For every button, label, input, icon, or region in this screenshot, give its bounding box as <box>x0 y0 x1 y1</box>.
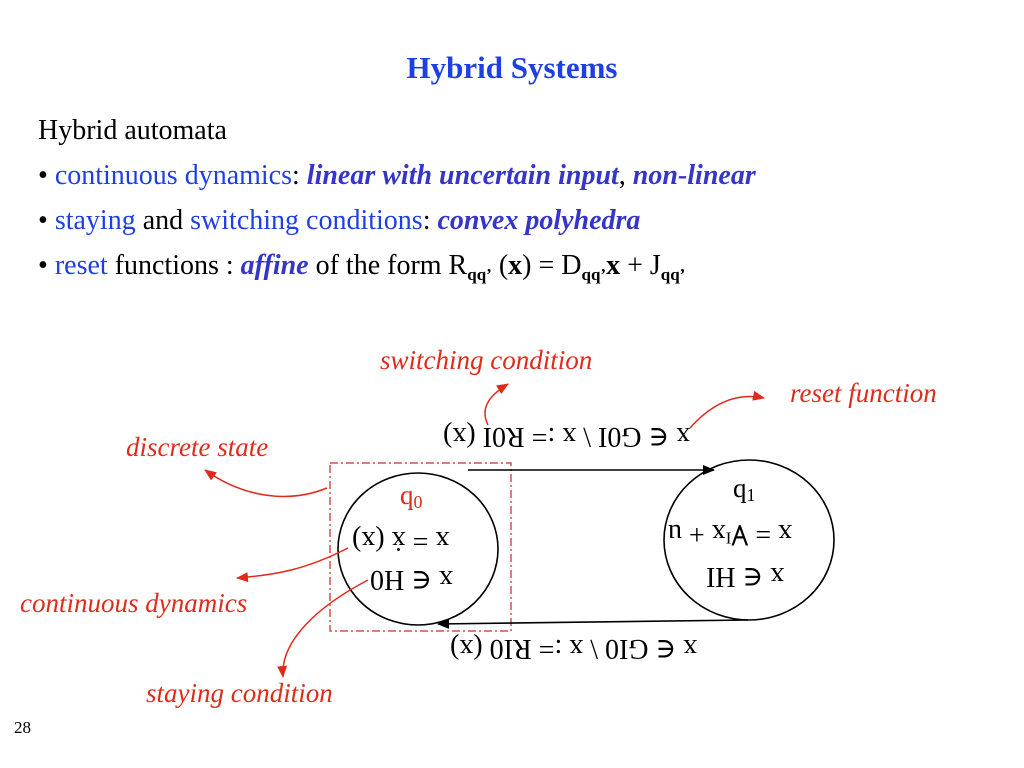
callout-reset-function: reset function <box>790 378 937 408</box>
callout-staying-condition: staying condition <box>146 678 333 708</box>
term-staying: staying <box>54 205 136 236</box>
state-q1-dynamics: x = ∀ᴵx + u <box>668 517 792 551</box>
bullet-mark: • <box>38 250 48 281</box>
word-functions: functions : <box>114 250 234 281</box>
value-convex-polyhedra: convex polyhedra <box>437 205 641 236</box>
bullet-mark: • <box>38 205 48 236</box>
bullet-reset-functions: • reset functions : affine of the form R… <box>38 250 685 285</box>
state-q1-letter: q <box>733 473 747 503</box>
value-affine: affine <box>240 250 309 281</box>
callout-arrow-staying <box>277 579 369 678</box>
discrete-state-box <box>329 462 512 632</box>
sub-qq-2: qq’ <box>581 265 607 284</box>
callout-arrow-switching <box>484 383 509 426</box>
bullet-conditions: • staying and switching conditions: conv… <box>38 205 640 237</box>
callout-arrow-reset <box>689 390 765 429</box>
term-switching-conditions: switching conditions <box>190 205 423 236</box>
colon: : <box>292 160 300 191</box>
sub-qq-3: qq’ <box>660 265 686 284</box>
expr-part-2: ) = D <box>522 250 582 281</box>
comma: , <box>618 160 626 191</box>
var-x-1: x <box>508 250 523 281</box>
state-q1-staying-text: x ∈ HI <box>706 561 785 592</box>
word-and: and <box>142 205 184 236</box>
state-q0-index: 0 <box>413 492 423 512</box>
bullet-mark: • <box>38 160 48 191</box>
form-text: of the form R <box>315 250 468 281</box>
callout-continuous-dynamics: continuous dynamics <box>20 588 248 618</box>
state-q1-dynamics-text: x = ∀ᴵx + u <box>668 518 793 549</box>
state-q0-letter: q <box>400 480 414 510</box>
state-q1-staying: x ∈ HI <box>706 560 784 594</box>
state-q1-circle <box>663 459 835 621</box>
slide-title: Hybrid Systems <box>406 50 618 85</box>
state-q1-index: 1 <box>746 485 756 505</box>
edge-q0-q1-text: x ∈ G0I \ x := R0I (x) <box>443 421 691 452</box>
value-non-linear: non-linear <box>632 160 756 191</box>
callout-switching-condition: switching condition <box>380 345 593 375</box>
state-q0-staying: x ∈ H0 <box>370 563 453 597</box>
state-q0-dynamics: x = ẋ (x) <box>352 524 449 556</box>
bullet-continuous-dynamics: • continuous dynamics: linear with uncer… <box>38 160 756 192</box>
term-continuous-dynamics: continuous dynamics <box>54 160 293 191</box>
state-q0-circle <box>337 472 499 626</box>
colon: : <box>422 205 431 236</box>
edge-q1-q0-label: x ∈ GI0 \ x := RI0 (x) <box>450 632 697 666</box>
page-number: 28 <box>14 718 31 737</box>
expr-part-1: ( <box>491 250 509 281</box>
term-reset: reset <box>54 250 108 281</box>
sub-qq-1: qq’ <box>467 265 492 284</box>
edge-q1-q0-text: x ∈ GI0 \ x := RI0 (x) <box>450 633 698 664</box>
edge-q0-q1-label: x ∈ G0I \ x := R0I (x) <box>443 420 690 454</box>
value-linear-uncertain: linear with uncertain input <box>306 160 619 191</box>
state-q0-dynamics-text: x = ẋ (x) <box>352 525 450 556</box>
state-q0-name: q0 <box>400 480 423 513</box>
state-q0-staying-text: x ∈ H0 <box>370 564 453 595</box>
callout-discrete-state: discrete state <box>126 432 269 462</box>
callout-arrow-continuous <box>236 547 349 583</box>
callout-arrow-discrete <box>204 469 328 498</box>
edge-q1-q0-arrow <box>437 618 749 629</box>
var-x-2: x <box>606 250 621 281</box>
state-q1-name: q1 <box>733 473 756 506</box>
expr-part-3: + J <box>620 250 661 281</box>
heading-hybrid-automata: Hybrid automata <box>38 115 227 146</box>
